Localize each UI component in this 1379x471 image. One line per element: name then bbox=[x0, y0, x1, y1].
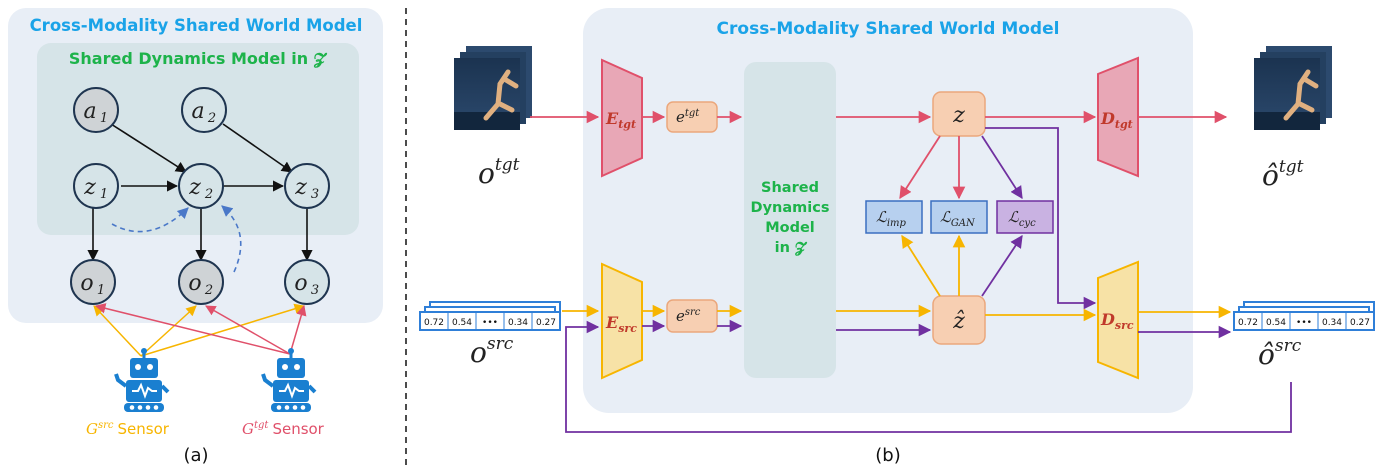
svg-text:a: a bbox=[83, 99, 96, 124]
svg-text:0.72: 0.72 bbox=[1238, 318, 1258, 328]
robot-tgt-icon bbox=[261, 346, 317, 414]
svg-text:0.34: 0.34 bbox=[1322, 318, 1342, 328]
svg-text:z: z bbox=[83, 175, 96, 200]
caption-a: (a) bbox=[183, 445, 208, 466]
encoder-src-shape bbox=[601, 262, 643, 380]
embedding-tgt-label: etgt bbox=[676, 108, 700, 126]
svg-text:z: z bbox=[188, 175, 201, 200]
caption-b: (b) bbox=[875, 445, 900, 466]
decoder-src-shape bbox=[1097, 260, 1139, 380]
encoder-tgt-label: Etgt bbox=[605, 109, 636, 131]
svg-text:0.34: 0.34 bbox=[508, 318, 528, 328]
dashed-edge-o1-z2 bbox=[111, 207, 189, 233]
shared-dynamics-line-1: Shared bbox=[761, 180, 819, 196]
decoder-src-label: Dsrc bbox=[1100, 310, 1134, 332]
node-o2: o 2 bbox=[178, 259, 224, 305]
node-o1: o 1 bbox=[70, 259, 116, 305]
sensor-tgt-to-o1 bbox=[94, 303, 291, 355]
arrow-zhat-lcyc bbox=[981, 234, 1023, 297]
arrow-z-lcyc bbox=[981, 135, 1023, 200]
svg-text:0.72: 0.72 bbox=[424, 318, 444, 328]
svg-text:1: 1 bbox=[100, 111, 108, 126]
target-image-output bbox=[1254, 46, 1332, 130]
z-label: z bbox=[952, 103, 965, 128]
panel-b-title: Cross-Modality Shared World Model bbox=[717, 19, 1060, 39]
decoder-tgt-shape bbox=[1097, 56, 1139, 178]
svg-text:3: 3 bbox=[311, 283, 319, 298]
node-z2: z 2 bbox=[178, 163, 224, 209]
loss-imp-label: ℒimp bbox=[876, 208, 906, 229]
encoder-tgt-shape bbox=[601, 58, 643, 178]
inner-box-title: Shared Dynamics Model in 𝓩 bbox=[69, 49, 328, 69]
node-z3: z 3 bbox=[284, 163, 330, 209]
sensor-src-to-o3 bbox=[140, 303, 306, 357]
panel-a-title: Cross-Modality Shared World Model bbox=[30, 16, 363, 35]
svg-text:0.54: 0.54 bbox=[452, 318, 472, 328]
svg-text:2: 2 bbox=[204, 283, 213, 298]
svg-text:o: o bbox=[294, 271, 307, 296]
sensor-src-to-o1 bbox=[93, 305, 142, 357]
svg-text:2: 2 bbox=[204, 187, 213, 202]
svg-text:2: 2 bbox=[207, 111, 216, 126]
shared-dynamics-box bbox=[744, 62, 836, 378]
o-tgt-label: otgt bbox=[478, 155, 520, 190]
sensor-tgt-to-o3 bbox=[289, 304, 307, 355]
shared-dynamics-line-2: Dynamics bbox=[751, 200, 830, 216]
cycle-feedback-path bbox=[565, 320, 1292, 433]
edge-a2-z3 bbox=[222, 123, 293, 173]
arrow-z-dsrc bbox=[985, 127, 1097, 310]
node-a1: a 1 bbox=[73, 87, 119, 133]
loss-cyc-label: ℒcyc bbox=[1008, 208, 1036, 229]
svg-text:0.27: 0.27 bbox=[536, 318, 556, 328]
svg-text:1: 1 bbox=[97, 283, 105, 298]
node-z1: z 1 bbox=[73, 163, 119, 209]
shared-dynamics-line-4: in 𝓩 bbox=[775, 240, 808, 256]
robot-src-icon bbox=[114, 346, 170, 414]
svg-text:o: o bbox=[188, 271, 201, 296]
z-hat-label: ẑ bbox=[952, 309, 965, 334]
loss-imp-box bbox=[865, 200, 923, 234]
o-hat-src-label: ôsrc bbox=[1258, 336, 1302, 371]
svg-text:o: o bbox=[80, 271, 93, 296]
source-vector-output: 0.72 0.54 ••• 0.34 0.27 bbox=[1233, 301, 1375, 331]
embedding-src-box bbox=[666, 299, 718, 333]
encoder-src-label: Esrc bbox=[605, 313, 637, 335]
svg-text:3: 3 bbox=[311, 187, 319, 202]
svg-text:1: 1 bbox=[100, 187, 108, 202]
source-vector-input: 0.72 0.54 ••• 0.34 0.27 bbox=[419, 301, 561, 331]
svg-text:0.27: 0.27 bbox=[1350, 318, 1370, 328]
loss-cyc-box bbox=[996, 200, 1054, 234]
shared-dynamics-line-3: Model bbox=[765, 220, 815, 236]
sensor-tgt-to-o2 bbox=[205, 305, 291, 355]
o-hat-tgt-label: ôtgt bbox=[1262, 157, 1304, 192]
node-o3: o 3 bbox=[284, 259, 330, 305]
node-a2: a 2 bbox=[181, 87, 227, 133]
svg-text:•••: ••• bbox=[482, 318, 498, 328]
svg-text:0.54: 0.54 bbox=[1266, 318, 1286, 328]
decoder-tgt-label: Dtgt bbox=[1100, 109, 1133, 131]
target-image-input bbox=[454, 46, 532, 130]
svg-text:•••: ••• bbox=[1296, 318, 1312, 328]
svg-text:z: z bbox=[294, 175, 307, 200]
svg-text:a: a bbox=[191, 99, 204, 124]
o-src-label: osrc bbox=[470, 334, 514, 369]
loss-gan-label: ℒGAN bbox=[940, 208, 976, 229]
arrow-z-limp bbox=[899, 135, 941, 200]
arrow-zhat-limp bbox=[901, 234, 941, 297]
edge-a1-z2 bbox=[110, 123, 187, 173]
loss-gan-box bbox=[930, 200, 988, 234]
embedding-src-label: esrc bbox=[676, 307, 701, 325]
sensor-src-to-o2 bbox=[140, 305, 197, 357]
dashed-edge-o2-z2 bbox=[221, 205, 242, 273]
